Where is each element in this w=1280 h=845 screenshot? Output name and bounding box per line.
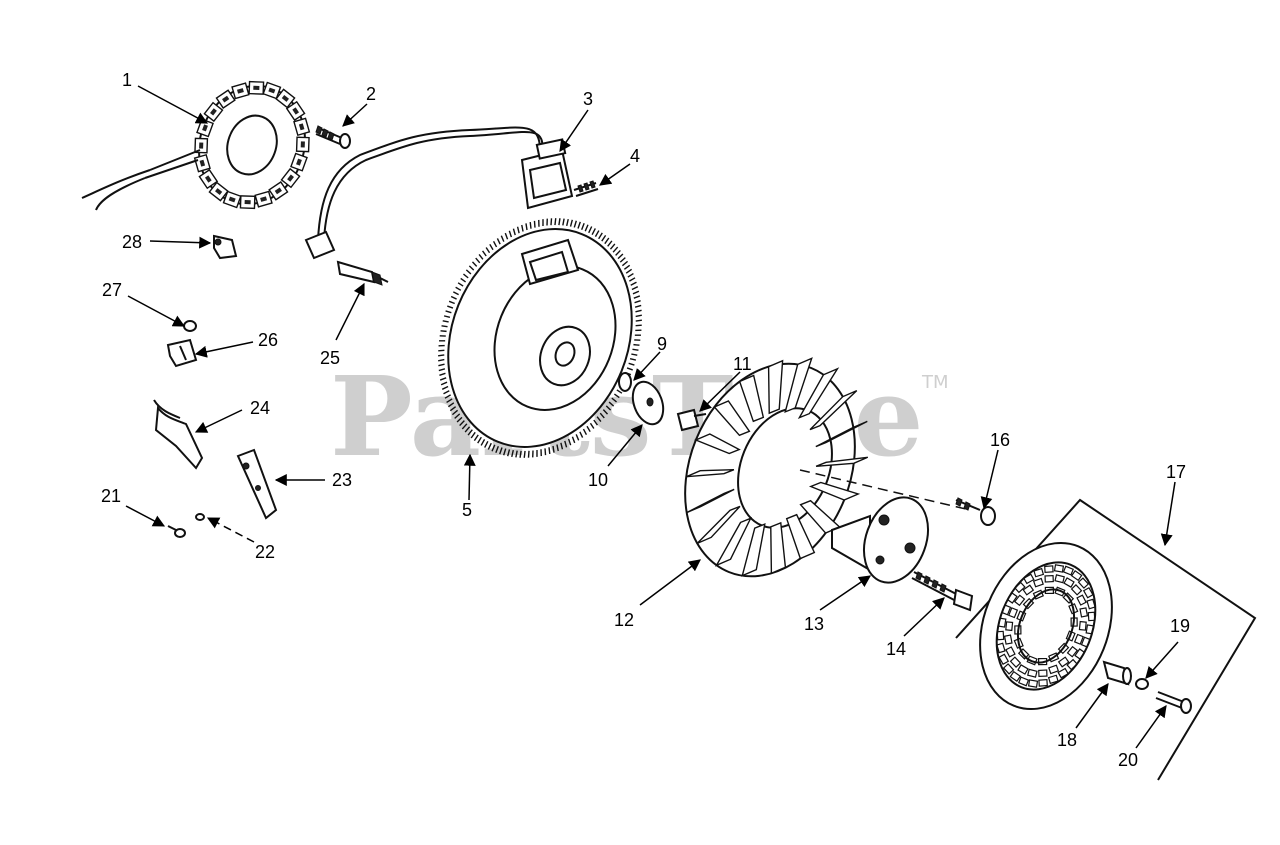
callout-19: 19 xyxy=(1170,616,1190,636)
callout-labels: 1 2 3 4 5 9 10 11 12 13 14 16 17 18 19 2… xyxy=(101,70,1190,770)
callout-27: 27 xyxy=(102,280,122,300)
bolt-icon xyxy=(618,372,632,392)
bolt-icon xyxy=(955,497,996,526)
callout-14: 14 xyxy=(886,639,906,659)
callout-2: 2 xyxy=(366,84,376,104)
callout-12: 12 xyxy=(614,610,634,630)
flywheel-icon xyxy=(438,218,642,458)
callout-28: 28 xyxy=(122,232,142,252)
callout-23: 23 xyxy=(332,470,352,490)
bolt-icon xyxy=(1102,660,1132,686)
bracket-icon xyxy=(213,234,238,260)
bolt-icon xyxy=(183,320,197,332)
stator-icon xyxy=(81,80,311,211)
bracket-icon xyxy=(166,338,198,368)
bolt-icon xyxy=(315,125,351,149)
bolt-icon xyxy=(631,380,665,426)
bolt-icon xyxy=(676,408,707,432)
leader-lines xyxy=(125,85,1179,749)
callout-5: 5 xyxy=(462,500,472,520)
callout-1: 1 xyxy=(122,70,132,90)
starter-cup-icon xyxy=(831,496,929,584)
bolt-icon xyxy=(1135,678,1149,690)
callout-4: 4 xyxy=(630,146,640,166)
screen-icon xyxy=(955,498,1257,781)
callout-18: 18 xyxy=(1057,730,1077,750)
bolt-icon xyxy=(1155,691,1192,714)
callout-20: 20 xyxy=(1118,750,1138,770)
bolt-icon xyxy=(573,180,599,197)
bracket-icon xyxy=(236,448,278,520)
spark-plug-icon xyxy=(336,260,389,286)
callout-24: 24 xyxy=(250,398,270,418)
callout-9: 9 xyxy=(657,334,667,354)
ignition-coil-icon xyxy=(304,126,574,260)
watermark-trademark: TM xyxy=(921,372,949,393)
callout-22: 22 xyxy=(255,542,275,562)
callout-11: 11 xyxy=(733,354,752,374)
fan-icon xyxy=(684,357,869,578)
axis-line xyxy=(799,469,971,511)
callout-26: 26 xyxy=(258,330,278,350)
callout-25: 25 xyxy=(320,348,340,368)
callout-21: 21 xyxy=(101,486,121,506)
callout-17: 17 xyxy=(1166,462,1186,482)
bolt-icon xyxy=(911,571,974,612)
callout-3: 3 xyxy=(583,89,593,109)
bolt-icon xyxy=(167,513,205,538)
bracket-icon xyxy=(153,399,204,470)
callout-10: 10 xyxy=(588,470,608,490)
callout-13: 13 xyxy=(804,614,824,634)
callout-16: 16 xyxy=(990,430,1010,450)
